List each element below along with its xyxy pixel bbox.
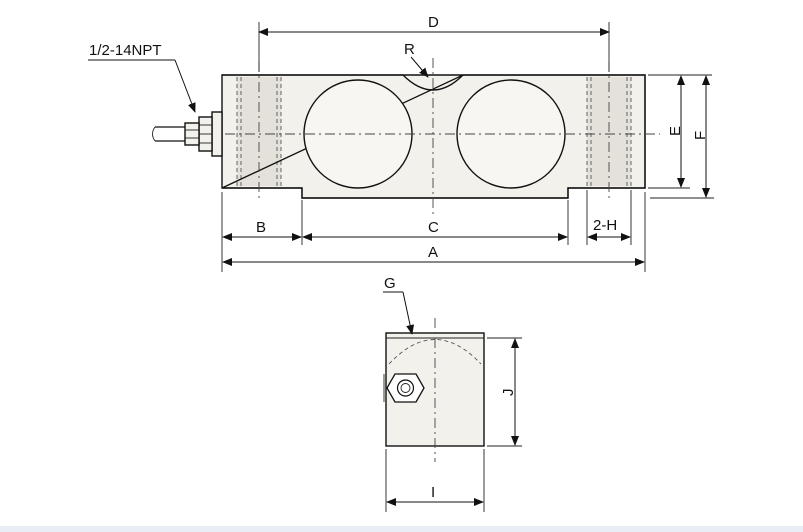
- dimension-a: A: [222, 192, 646, 272]
- bottom-bar: [0, 526, 803, 532]
- dimension-j: J: [487, 337, 522, 447]
- dimension-d: D: [258, 14, 610, 72]
- cable-connector: [152, 111, 223, 157]
- dim-label-a: A: [428, 244, 438, 261]
- dimension-e: E: [648, 74, 712, 189]
- thread-callout: 1/2-14NPT: [88, 42, 196, 113]
- dimension-r: R: [404, 41, 429, 78]
- dimension-b: B: [221, 192, 303, 272]
- front-view: 1/2-14NPT: [88, 42, 660, 215]
- dim-label-d: D: [428, 14, 439, 31]
- dimension-c: C: [302, 200, 569, 245]
- dim-label-j: J: [500, 389, 517, 397]
- top-notch: [402, 74, 464, 91]
- dim-label-g: G: [384, 275, 396, 292]
- dimension-g: G: [383, 275, 415, 335]
- dimension-f: F: [650, 75, 714, 199]
- load-cell-body: [221, 74, 646, 199]
- dim-label-r: R: [404, 41, 415, 58]
- dimension-i: I: [385, 449, 485, 512]
- dim-label-i: I: [431, 484, 435, 501]
- dim-label-2h: 2-H: [593, 217, 617, 234]
- dim-label-e: E: [667, 126, 684, 136]
- dim-label-c: C: [428, 219, 439, 236]
- dimension-2h: 2-H: [586, 190, 632, 245]
- hex-fitting: [383, 373, 425, 403]
- side-view: [383, 318, 485, 462]
- thread-label: 1/2-14NPT: [89, 42, 162, 59]
- dim-label-b: B: [256, 219, 266, 236]
- dim-label-f: F: [692, 131, 709, 140]
